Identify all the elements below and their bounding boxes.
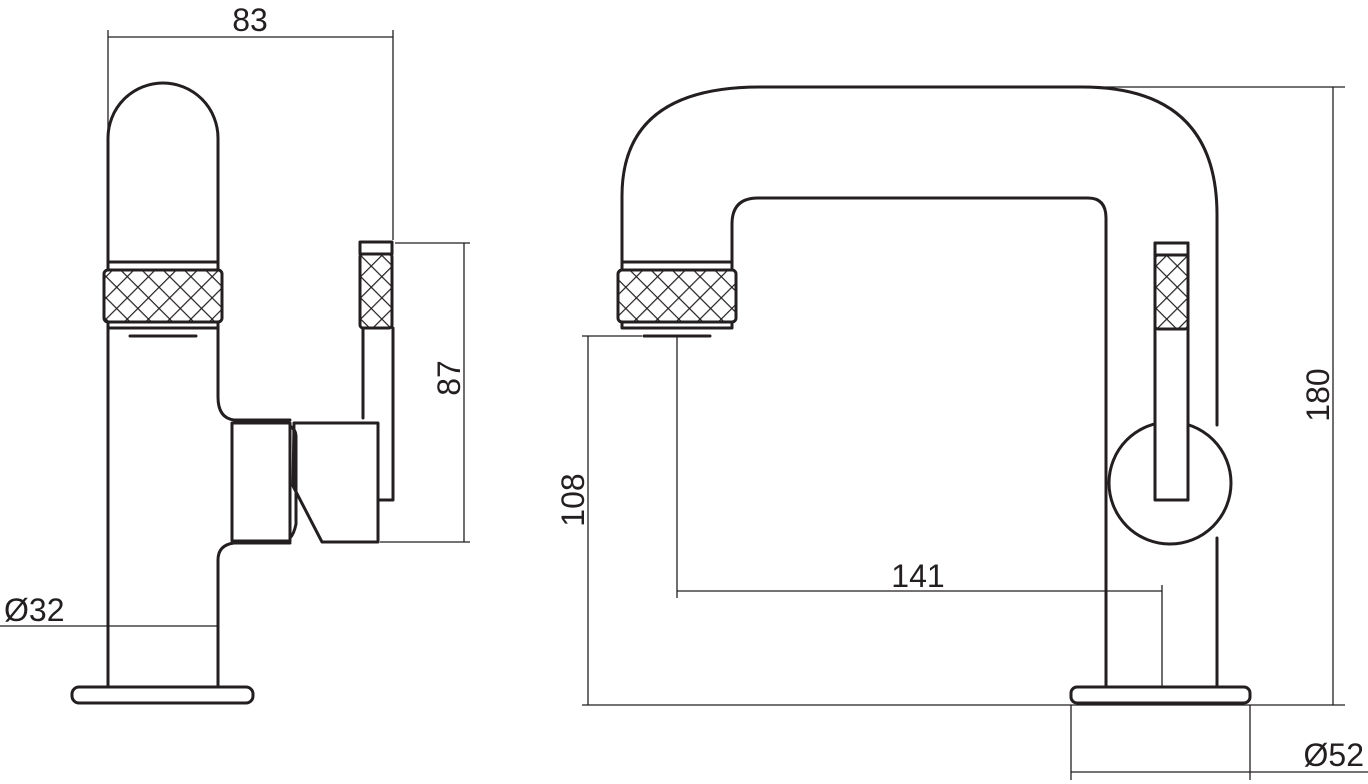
side-body-lower-right bbox=[216, 541, 292, 689]
dimension-108-label: 108 bbox=[555, 473, 591, 526]
front-knurl-bottom-ring bbox=[620, 320, 734, 330]
dimension-diameter-32-label: Ø32 bbox=[4, 592, 64, 628]
side-lever-cap bbox=[358, 240, 394, 256]
side-valve-housing bbox=[230, 421, 292, 543]
side-base-plate bbox=[70, 685, 255, 705]
side-spout-top bbox=[106, 81, 220, 264]
side-lever-stem bbox=[361, 326, 395, 502]
side-knurl-bottom-ring bbox=[106, 320, 220, 330]
side-lever-hub bbox=[291, 421, 380, 544]
side-view: 83 87 Ø32 bbox=[0, 2, 470, 705]
side-body-upper-right bbox=[216, 324, 292, 422]
side-lever-knurl bbox=[358, 252, 394, 330]
dimension-87-label: 87 bbox=[431, 360, 467, 396]
front-knurled-band bbox=[616, 268, 738, 324]
front-spout-outer bbox=[620, 85, 1219, 427]
front-spout-inner bbox=[730, 196, 1108, 689]
front-base-plate bbox=[1069, 685, 1252, 705]
front-view: 108 141 180 Ø52 bbox=[555, 85, 1368, 780]
front-lever-knurl bbox=[1153, 253, 1190, 331]
dimension-141-label: 141 bbox=[891, 558, 944, 594]
dimension-83-label: 83 bbox=[232, 2, 268, 38]
dimension-diameter-52-label: Ø52 bbox=[1304, 737, 1364, 773]
dimension-180-label: 180 bbox=[1300, 368, 1336, 421]
side-knurled-band bbox=[102, 268, 224, 324]
